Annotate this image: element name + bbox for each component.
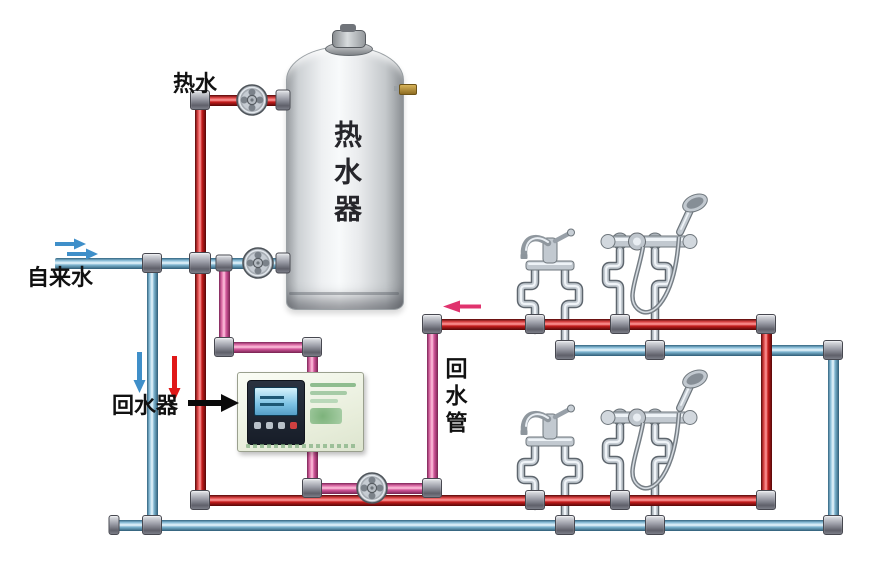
- pipe-fitting: [645, 340, 665, 360]
- cold-right-riser: [828, 345, 839, 525]
- pipe-fitting: [525, 490, 545, 510]
- pipe-fitting: [823, 515, 843, 535]
- pipe-fitting: [302, 478, 322, 498]
- pipe-fitting: [189, 252, 211, 274]
- water-heater: [286, 46, 404, 310]
- pipe-fitting: [610, 490, 630, 510]
- pipe-fitting: [555, 515, 575, 535]
- cold-upper-main: [560, 345, 833, 356]
- flow-arrow-cold-1: [55, 238, 86, 250]
- controller-footer-text: [246, 444, 357, 448]
- hot-downpipe: [195, 95, 206, 505]
- cold-inlet-pipe: [55, 258, 287, 269]
- pipe-fitting: [215, 254, 233, 272]
- faucet-lower: [502, 404, 598, 530]
- pipe-fitting: [275, 252, 291, 274]
- cold-downpipe: [147, 258, 158, 530]
- return-drop-from-inlet: [219, 263, 230, 352]
- pipe-fitting: [756, 490, 776, 510]
- pipe-fitting: [756, 314, 776, 334]
- pipe-fitting: [275, 89, 291, 111]
- pipe-fitting: [142, 253, 162, 273]
- pipe-fitting: [823, 340, 843, 360]
- pipe-fitting: [190, 490, 210, 510]
- heater-bottom-seam: [289, 292, 399, 295]
- faucet-upper: [502, 228, 598, 354]
- flow-arrow-hot-down: [168, 356, 181, 401]
- pipe-fitting: [214, 337, 234, 357]
- valve-cold-inlet: [242, 247, 274, 279]
- hot-bottom-main: [195, 495, 771, 506]
- label-water-heater: 热水器: [331, 120, 362, 231]
- controller-display: [247, 380, 305, 445]
- pipe-fitting: [525, 314, 545, 334]
- label-return-device: 回水器: [112, 393, 179, 418]
- heater-top-cap-knob: [340, 24, 356, 32]
- pipe-fitting: [645, 515, 665, 535]
- flow-arrow-cold-down: [133, 352, 146, 393]
- valve-hot-outlet: [236, 84, 268, 116]
- flow-arrow-return: [443, 300, 481, 313]
- return-controller: [237, 372, 364, 452]
- pointer-arrow: [188, 394, 239, 412]
- controller-screen: [254, 387, 298, 416]
- label-tap-water: 自来水: [27, 265, 94, 290]
- flow-arrow-cold-2: [67, 248, 98, 260]
- pipe-end-cap: [108, 515, 120, 535]
- hot-right-riser: [761, 319, 772, 505]
- return-riser: [427, 319, 438, 493]
- relief-valve: [399, 84, 417, 95]
- pipe-fitting: [302, 337, 322, 357]
- valve-return: [356, 472, 388, 504]
- label-hot-water: 热水: [173, 71, 218, 96]
- pipe-fitting: [142, 515, 162, 535]
- controller-branding: [310, 383, 356, 424]
- label-return-pipe: 回水管: [442, 357, 468, 438]
- pipe-fitting: [610, 314, 630, 334]
- pipe-fitting: [422, 478, 442, 498]
- pipe-fitting: [422, 314, 442, 334]
- cold-bottom-main: [114, 520, 838, 531]
- pipe-fitting: [190, 90, 210, 110]
- controller-buttons: [254, 422, 297, 429]
- pipe-fitting: [555, 340, 575, 360]
- heater-top-cap: [332, 30, 366, 48]
- return-upper-run: [219, 342, 317, 353]
- hot-upper-main: [427, 319, 771, 330]
- relief-valve-stub: [394, 86, 400, 91]
